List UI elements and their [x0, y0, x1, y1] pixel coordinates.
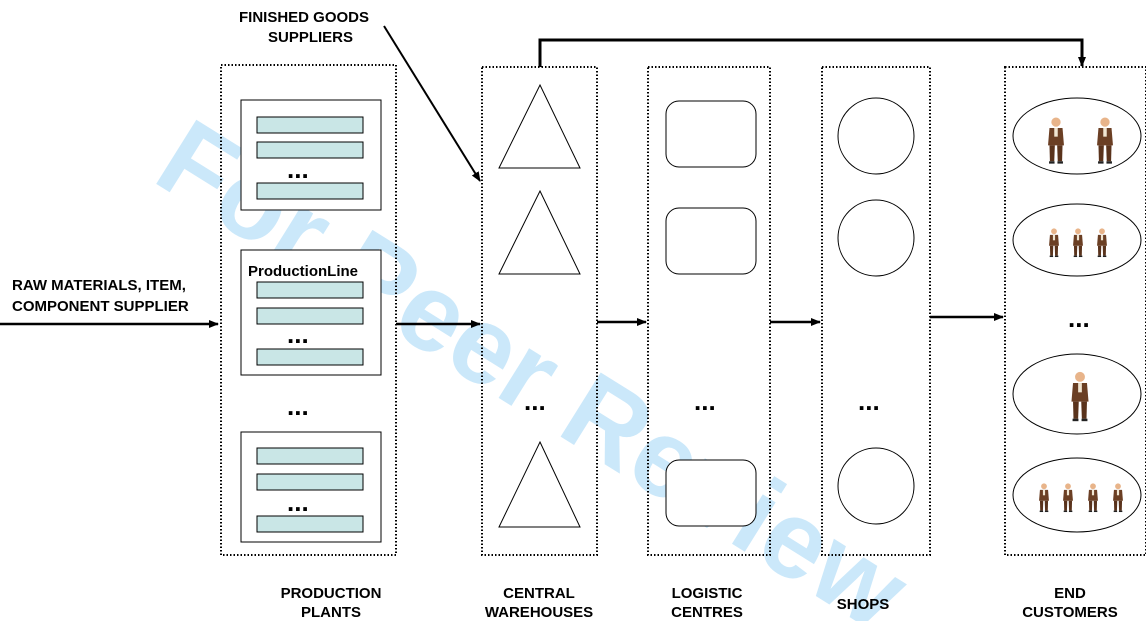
logistic-centres-label-2: CENTRES	[671, 604, 743, 621]
production-plants-label-2: PLANTS	[301, 604, 361, 621]
warehouse-triangle-1	[498, 83, 581, 169]
end-customers-label-1: END	[1054, 585, 1086, 602]
logistic-ellipsis: ...	[694, 386, 716, 416]
plants-ellipsis: ...	[287, 391, 309, 421]
shop-circle-1	[837, 97, 915, 175]
logistic-centre-2	[665, 207, 757, 275]
logistic-centres-label-1: LOGISTIC	[672, 585, 743, 602]
finished-goods-label-2: SUPPLIERS	[268, 29, 353, 46]
production-line-label: ProductionLine	[248, 263, 358, 280]
finished-goods-arrow	[383, 25, 481, 182]
customer-group-3	[1012, 353, 1142, 435]
raw-materials-label-1: RAW MATERIALS, ITEM,	[12, 277, 186, 294]
customer-group-1	[1012, 97, 1142, 175]
end-customers-label-2: CUSTOMERS	[1022, 604, 1118, 621]
line-1-ellipsis: ...	[287, 154, 309, 184]
finished-goods-label-1: FINISHED GOODS	[239, 9, 369, 26]
warehouses-ellipsis: ...	[524, 386, 546, 416]
shop-circle-2	[837, 199, 915, 277]
warehouses-to-customers-arrow	[538, 38, 1086, 67]
shops-label: SHOPS	[837, 596, 890, 613]
line-3-ellipsis: ...	[287, 487, 309, 517]
customer-group-2	[1012, 203, 1142, 277]
warehouse-triangle-3	[498, 440, 581, 528]
logistic-centre-3	[665, 459, 757, 527]
shops-ellipsis: ...	[858, 386, 880, 416]
warehouse-triangle-2	[498, 189, 581, 275]
production-plants-box	[220, 64, 397, 556]
production-plants-label-1: PRODUCTION	[281, 585, 382, 602]
central-warehouses-label-1: CENTRAL	[503, 585, 575, 602]
line-2-ellipsis: ...	[287, 319, 309, 349]
end-customers-box	[1004, 66, 1146, 556]
customer-group-4	[1012, 457, 1142, 533]
logistic-centre-1	[665, 100, 757, 168]
shops-box	[821, 66, 931, 556]
production-line-3: ...	[240, 431, 382, 543]
logistic-centres-box	[647, 66, 771, 556]
central-warehouses-label-2: WAREHOUSES	[485, 604, 593, 621]
production-line-1: ...	[240, 99, 382, 211]
raw-materials-label-2: COMPONENT SUPPLIER	[12, 298, 189, 315]
production-line-2: ProductionLine ...	[240, 249, 382, 376]
customers-ellipsis: ...	[1068, 303, 1090, 333]
shop-circle-3	[837, 447, 915, 525]
